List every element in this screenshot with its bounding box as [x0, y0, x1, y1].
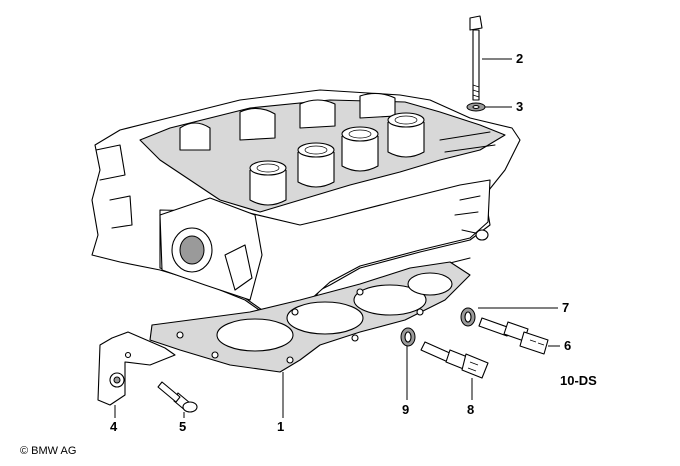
callout-4: 4 — [110, 419, 118, 434]
diagram-code: 10-DS — [560, 373, 597, 388]
callout-1: 1 — [277, 419, 285, 434]
lifter-bores — [249, 112, 425, 206]
leader-lines — [114, 58, 560, 418]
callout-7: 7 — [562, 300, 570, 315]
temperature-sensor — [478, 317, 549, 355]
seal-ring-sender — [400, 327, 416, 347]
bracket-bolt — [157, 381, 198, 413]
callout-9: 9 — [402, 402, 410, 417]
bracket — [97, 331, 176, 406]
seal-ring-sensor — [460, 307, 476, 327]
temperature-sender — [420, 341, 489, 379]
callout-8: 8 — [467, 402, 475, 417]
washer — [466, 102, 486, 112]
callout-6: 6 — [564, 338, 572, 353]
head-bolt — [469, 15, 483, 101]
callout-5: 5 — [179, 419, 187, 434]
head-gasket — [149, 261, 471, 373]
callout-3: 3 — [516, 99, 524, 114]
callout-2: 2 — [516, 51, 524, 66]
copyright-notice: © BMW AG — [20, 445, 77, 457]
cylinder-head — [91, 89, 521, 321]
